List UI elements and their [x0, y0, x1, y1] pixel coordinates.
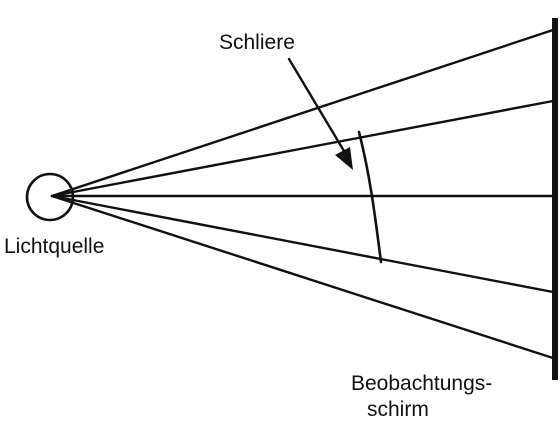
schliere-arrow-head: [335, 147, 353, 170]
schliere-curve: [357, 130, 383, 264]
observation-screen: [552, 18, 558, 380]
schliere-label: Schliere: [219, 31, 295, 54]
observation-screen-label-line1: Beobachtungs-: [351, 372, 493, 395]
light-rays: [50, 28, 555, 360]
ray-2: [50, 99, 555, 198]
schliere-arrow-shaft: [287, 57, 346, 153]
observation-screen-label-line2: schirm: [367, 398, 429, 421]
ray-5: [50, 194, 555, 360]
ray-1: [50, 28, 555, 198]
light-source-label: Lichtquelle: [4, 235, 105, 258]
ray-4: [50, 194, 555, 294]
